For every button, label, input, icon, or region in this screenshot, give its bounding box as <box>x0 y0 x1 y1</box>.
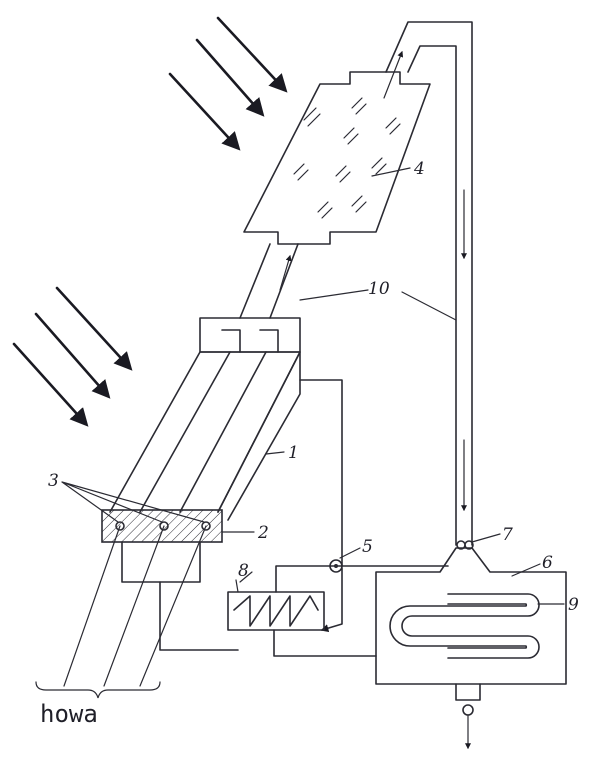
caption-howa: howa <box>40 700 98 728</box>
label-valve: 5 <box>362 537 373 557</box>
sun-rays-top <box>168 16 288 151</box>
label-channels: 3 <box>48 471 59 491</box>
return-duct <box>385 21 473 546</box>
inlet-air-lines <box>63 525 207 687</box>
valve <box>329 559 343 573</box>
collector-header <box>199 317 301 353</box>
serpentine-coil <box>389 593 540 659</box>
label-tank: 6 <box>542 553 553 573</box>
fan <box>456 540 474 550</box>
label-absorber: 2 <box>257 523 269 543</box>
collector-body <box>109 351 301 521</box>
lower-manifold <box>121 541 201 583</box>
label-leaders <box>221 167 565 605</box>
label-collector: 1 <box>288 443 299 463</box>
label-duct: 10 <box>368 279 390 299</box>
connection-pipes <box>159 379 449 657</box>
storage-tank <box>375 547 567 750</box>
inlet-bracket <box>35 681 161 699</box>
label-heater: 8 <box>238 561 249 581</box>
label-glazing: 4 <box>413 159 425 179</box>
sun-rays-left <box>12 286 133 427</box>
glazed-panel <box>243 50 431 245</box>
channels-leaders <box>61 481 205 523</box>
heater <box>227 579 325 631</box>
label-fan: 7 <box>502 525 513 545</box>
riser-duct <box>239 243 299 319</box>
label-coil: 9 <box>568 595 579 615</box>
